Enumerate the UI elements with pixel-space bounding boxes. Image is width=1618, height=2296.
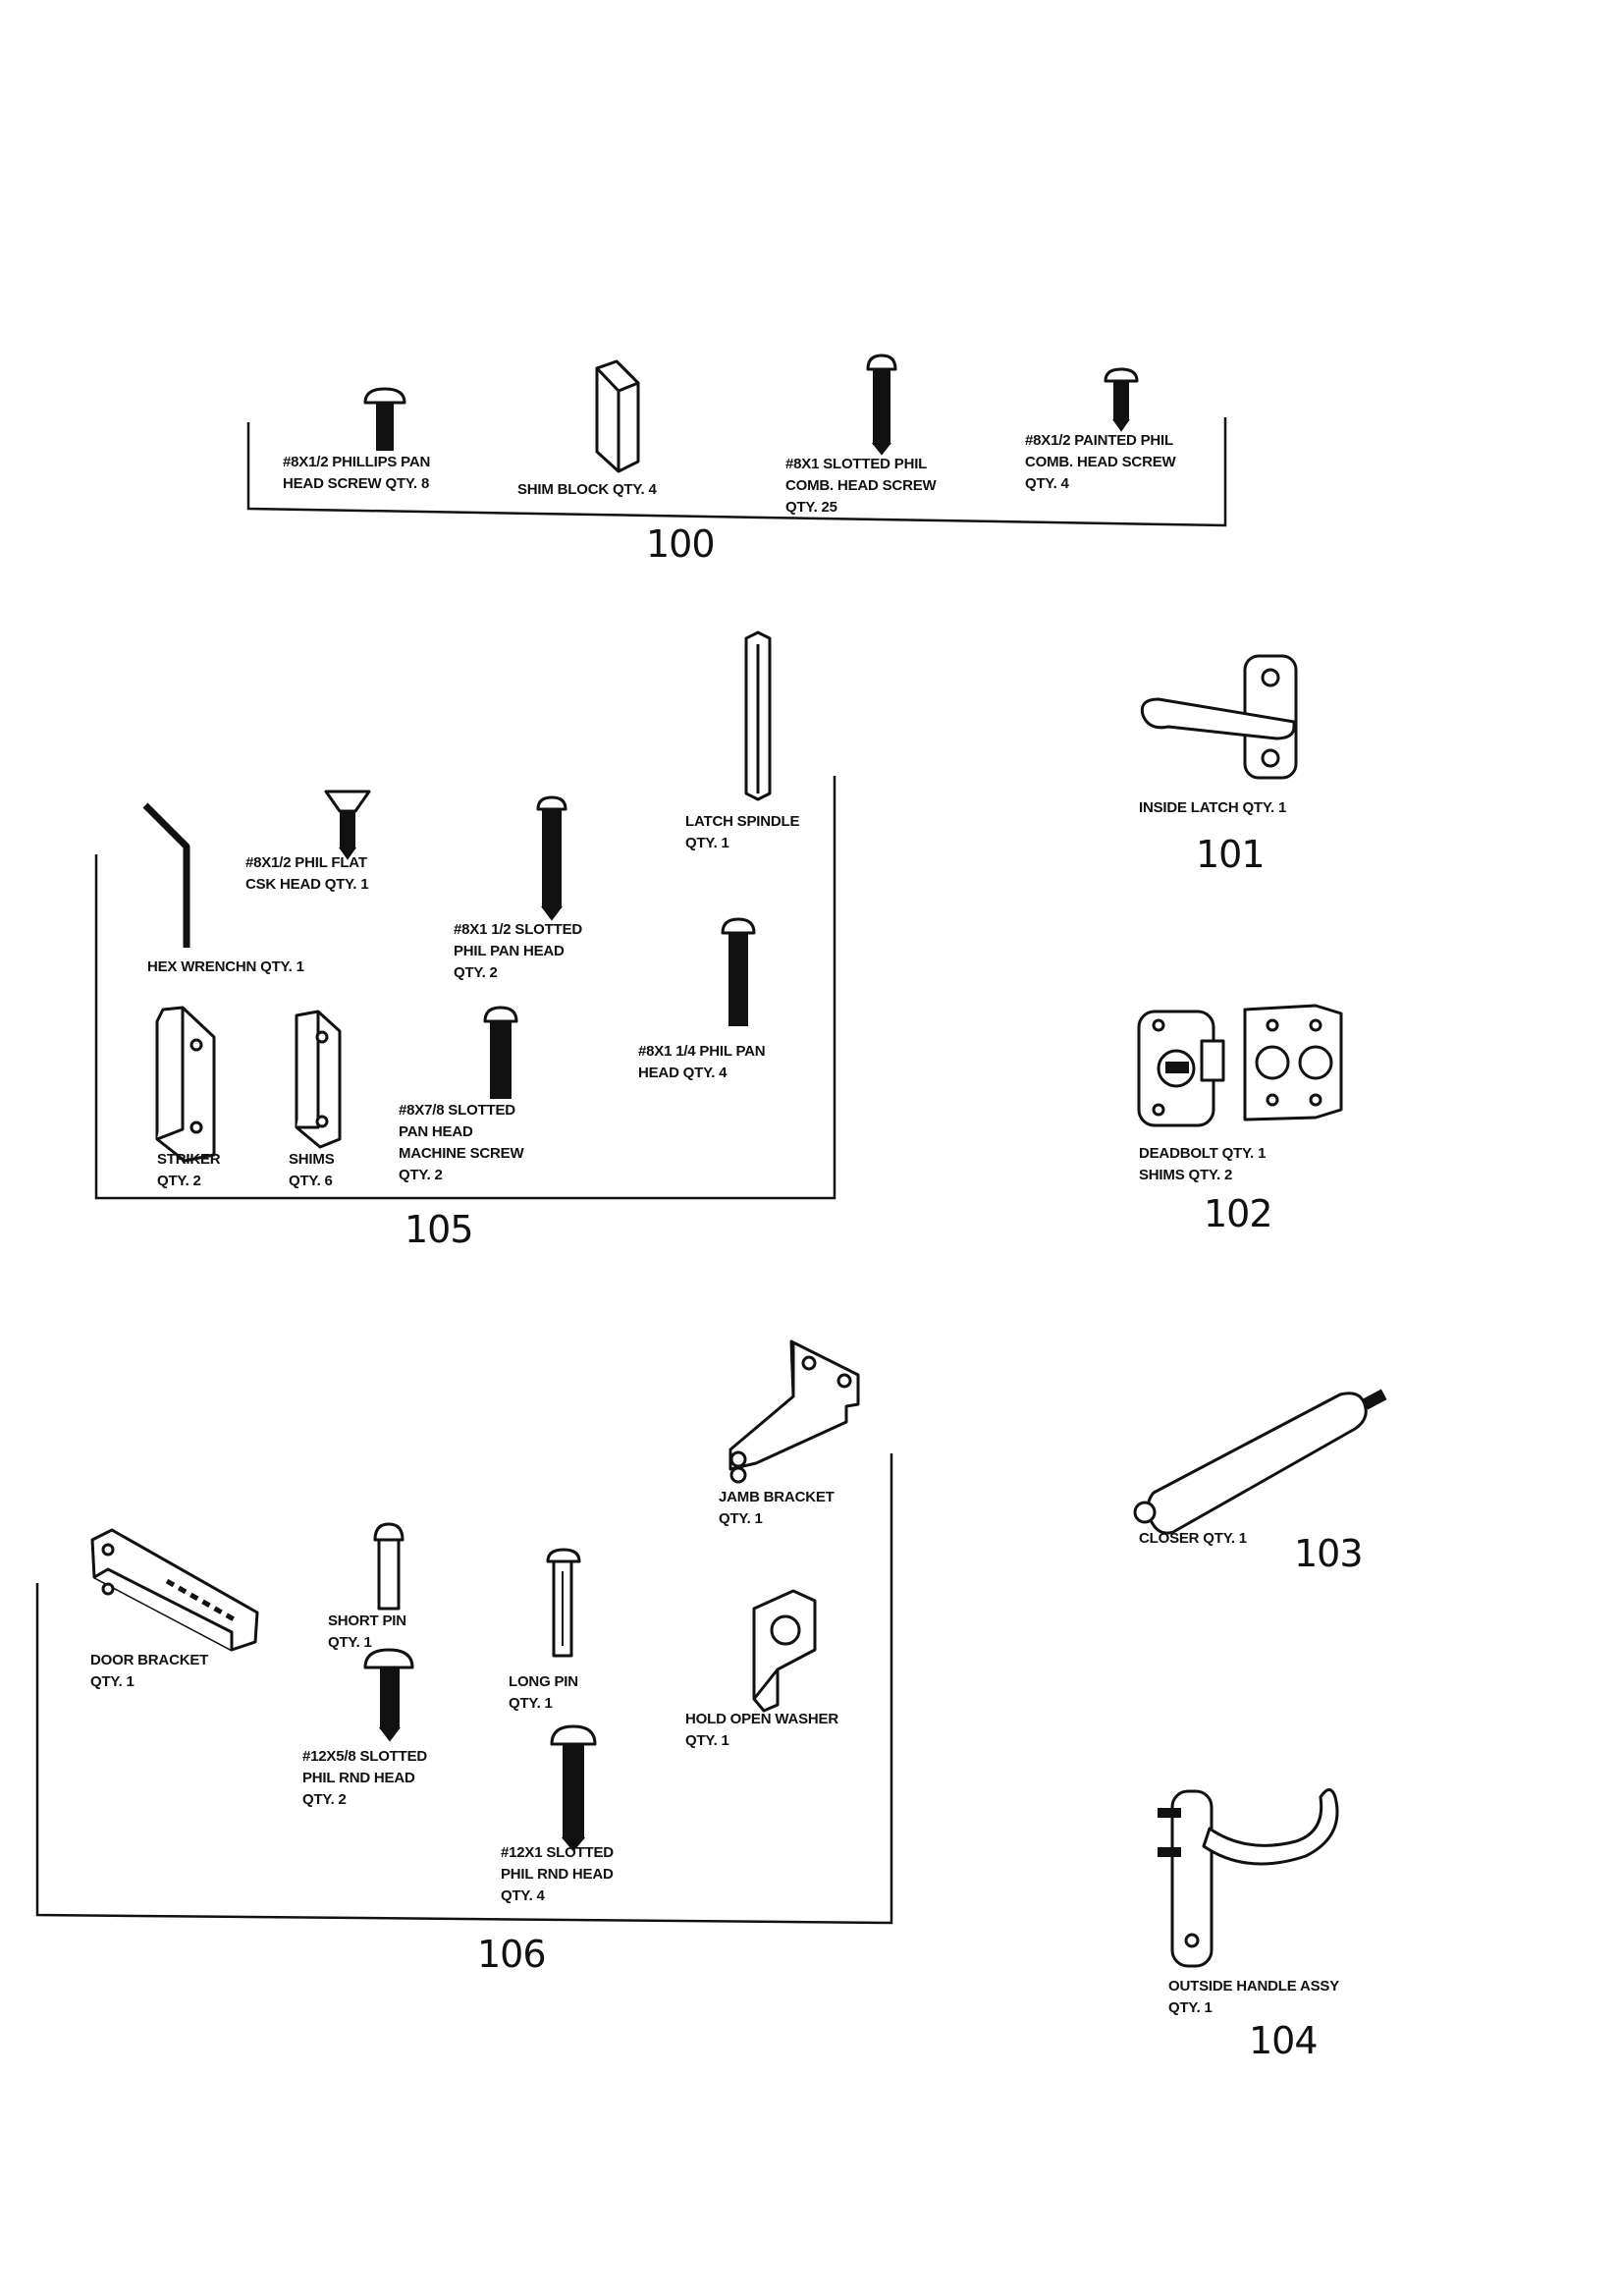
group-number-101: 101 xyxy=(1196,833,1266,876)
label-hex-wrench: HEX WRENCHN QTY. 1 xyxy=(147,958,304,975)
group-106-frame xyxy=(35,1453,893,1925)
label-closer: CLOSER QTY. 1 xyxy=(1139,1530,1247,1547)
group-number-100: 100 xyxy=(646,522,716,566)
group-number-104: 104 xyxy=(1249,2019,1319,2062)
latch-spindle-icon xyxy=(744,630,772,801)
group-number-103: 103 xyxy=(1294,1532,1364,1575)
pan-head-screw-icon xyxy=(363,387,406,451)
outside-handle-icon xyxy=(1158,1788,1339,1968)
jamb-bracket-icon xyxy=(728,1339,860,1484)
short-pin-icon xyxy=(373,1522,404,1611)
label-shim-block: SHIM BLOCK QTY. 4 xyxy=(517,481,657,498)
closer-icon xyxy=(1133,1389,1387,1535)
inside-latch-icon xyxy=(1140,654,1298,780)
striker-icon xyxy=(155,1006,216,1163)
round-head-screw-short-icon xyxy=(363,1648,414,1742)
group-number-102: 102 xyxy=(1204,1192,1273,1235)
deadbolt-icon xyxy=(1137,1010,1225,1127)
deadbolt-shims-icon xyxy=(1243,1004,1343,1121)
door-bracket-icon xyxy=(90,1528,259,1652)
phil-pan-screw-icon xyxy=(721,917,756,1026)
group-105-frame xyxy=(94,776,836,1200)
hold-open-washer-icon xyxy=(752,1589,817,1713)
shim-block-icon xyxy=(595,359,640,473)
shims-icon xyxy=(295,1010,342,1149)
label-inside-latch: INSIDE LATCH QTY. 1 xyxy=(1139,799,1287,816)
round-head-screw-long-icon xyxy=(550,1724,597,1852)
group-number-106: 106 xyxy=(477,1933,547,1976)
long-pin-icon xyxy=(546,1548,581,1658)
slotted-comb-screw-icon xyxy=(866,354,897,456)
painted-screw-icon xyxy=(1104,367,1139,432)
machine-screw-icon xyxy=(483,1006,518,1099)
flat-csk-screw-icon xyxy=(324,790,371,860)
group-100-frame xyxy=(246,417,1227,527)
slotted-pan-screw-icon xyxy=(536,795,567,921)
hex-wrench-icon xyxy=(142,802,190,948)
group-number-105: 105 xyxy=(404,1208,474,1251)
